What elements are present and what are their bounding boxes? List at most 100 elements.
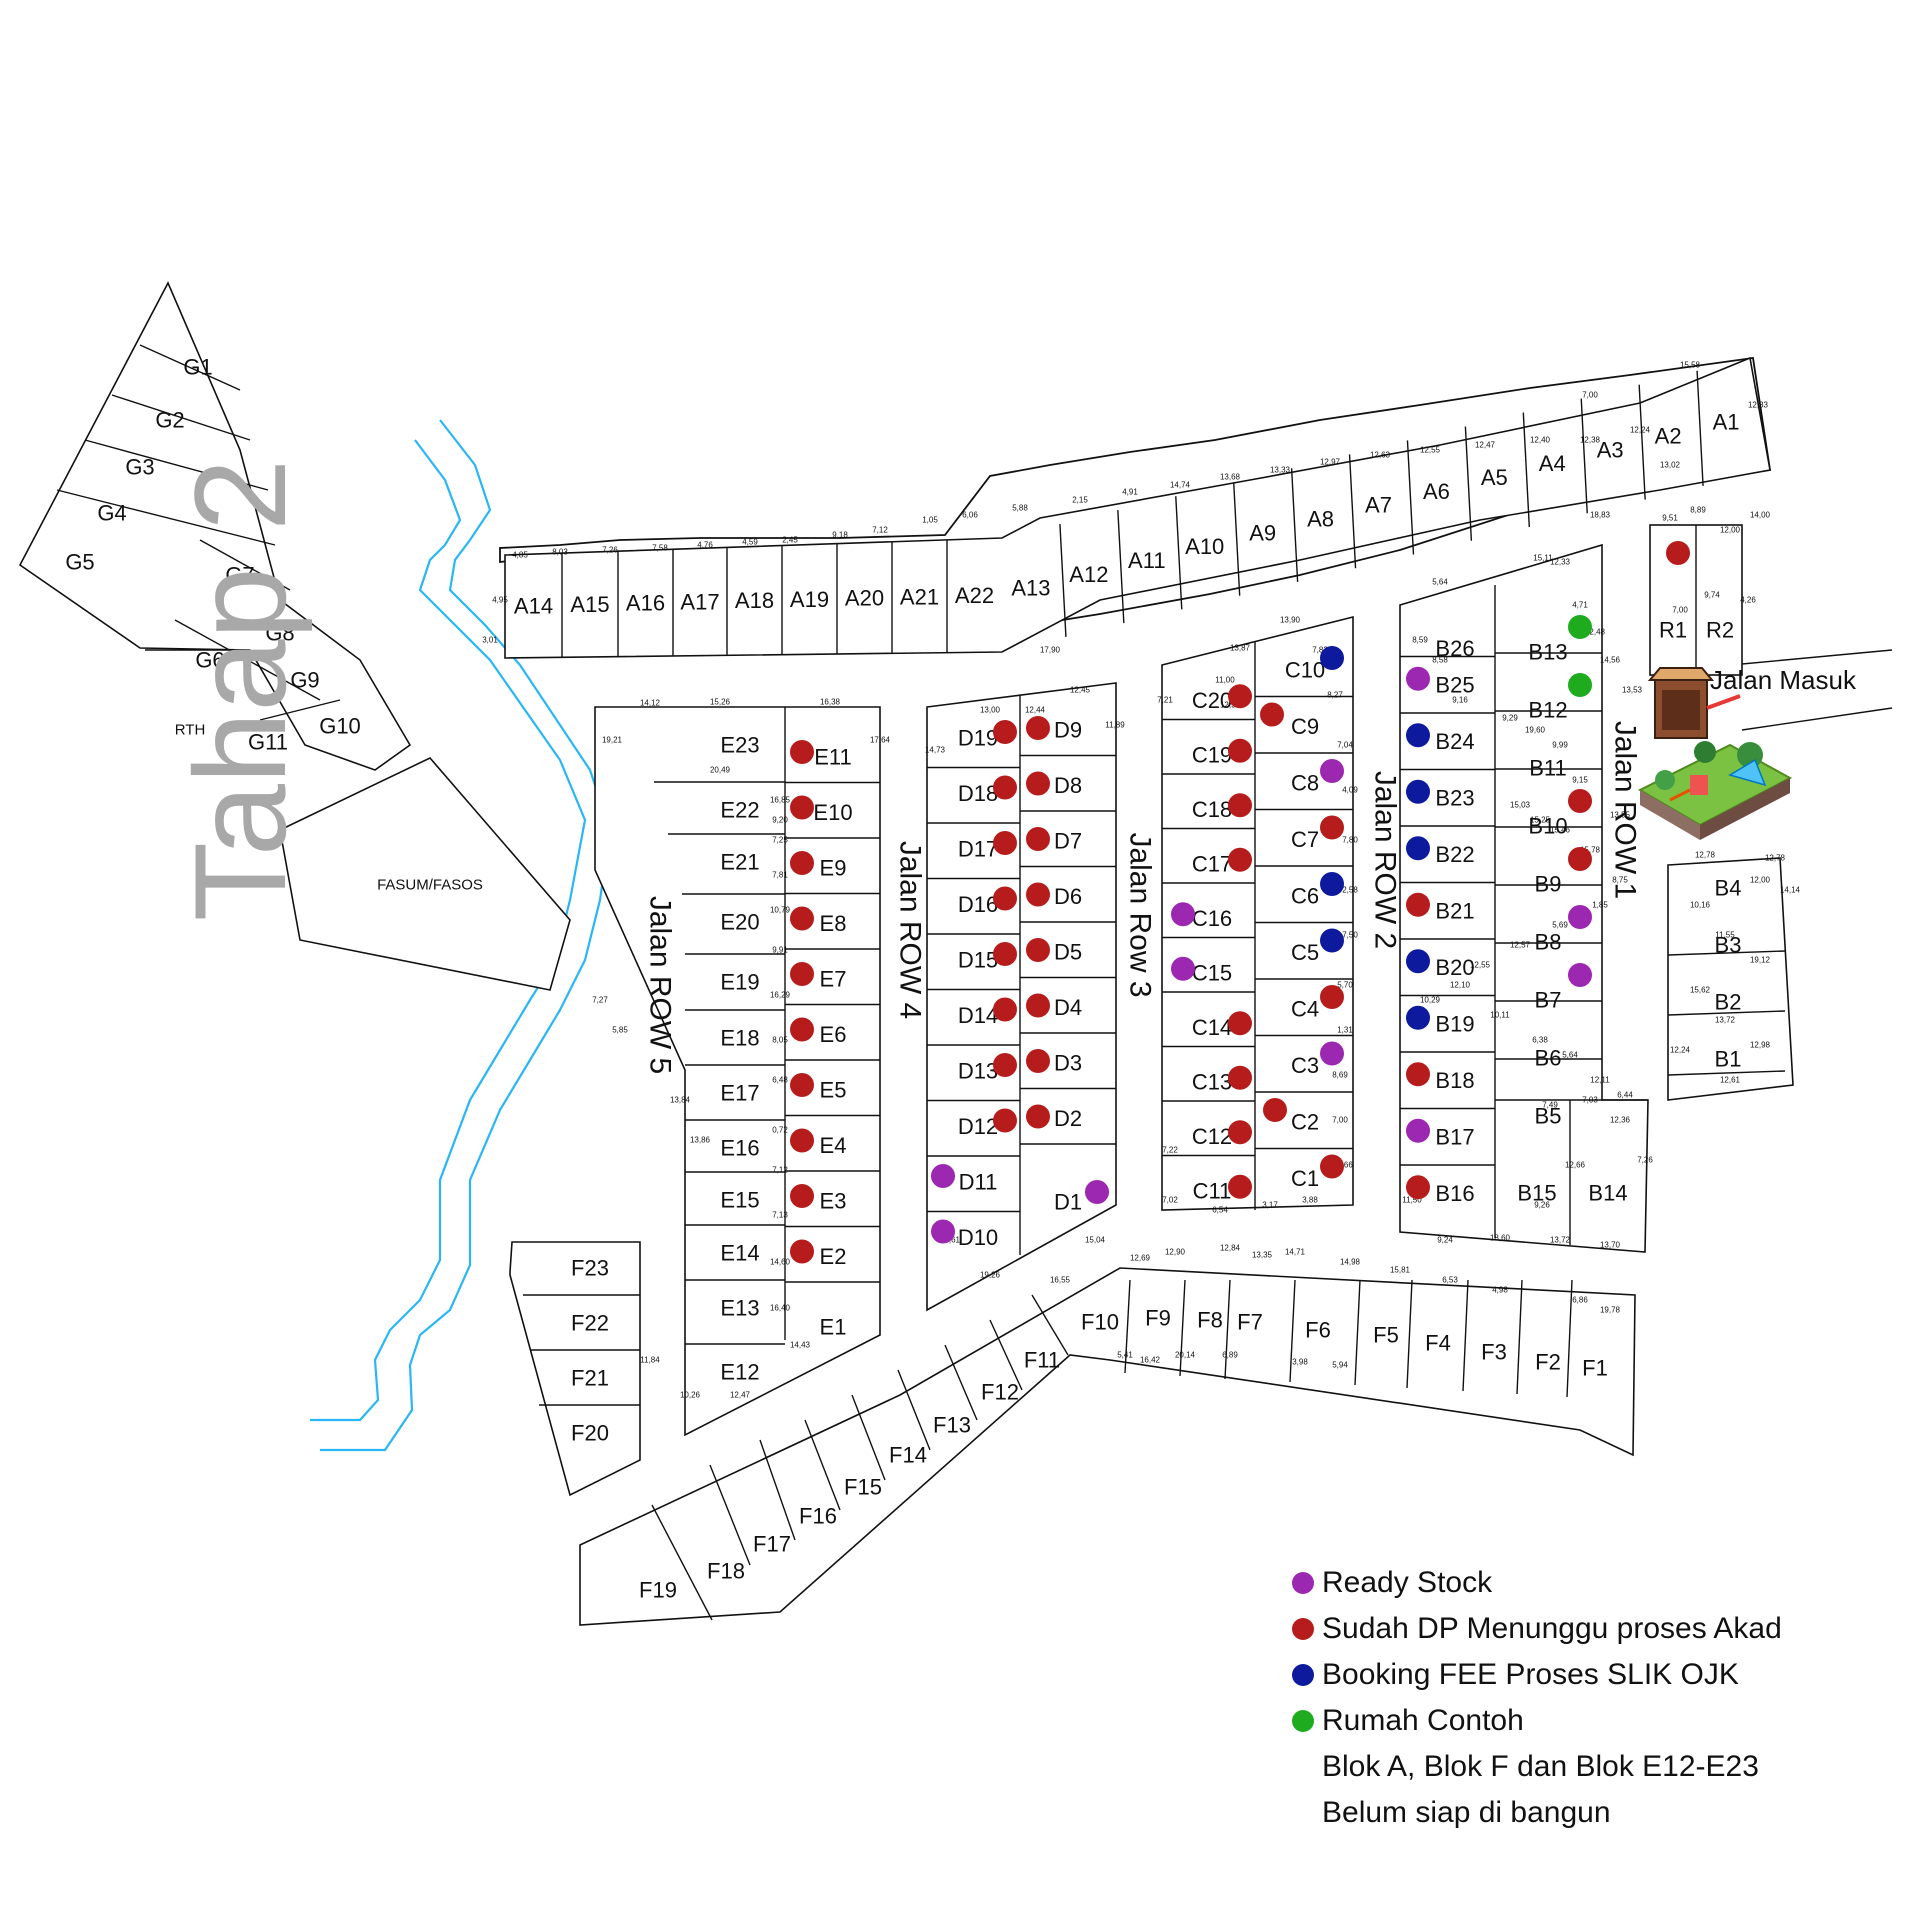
lot-label-b19[interactable]: B19 — [1435, 1011, 1474, 1036]
lot-label-f5[interactable]: F5 — [1373, 1323, 1399, 1348]
lot-label-r1[interactable]: R1 — [1659, 618, 1687, 643]
status-marker-c11[interactable] — [1228, 1174, 1252, 1199]
lot-label-e14[interactable]: E14 — [720, 1241, 759, 1266]
status-marker-b10[interactable] — [1568, 789, 1592, 813]
status-marker-e4[interactable] — [790, 1128, 814, 1153]
lot-label-e1[interactable]: E1 — [820, 1315, 847, 1340]
lot-label-a7[interactable]: A7 — [1365, 493, 1392, 518]
lot-label-d10[interactable]: D10 — [958, 1225, 998, 1250]
status-marker-d17[interactable] — [993, 831, 1017, 855]
status-marker-c2[interactable] — [1263, 1098, 1287, 1122]
lot-label-d11[interactable]: D11 — [959, 1170, 998, 1195]
status-marker-c8[interactable] — [1320, 759, 1344, 783]
lot-label-g1[interactable]: G1 — [183, 355, 212, 380]
lot-label-e18[interactable]: E18 — [720, 1026, 759, 1051]
lot-label-f13[interactable]: F13 — [933, 1413, 971, 1438]
lot-label-e20[interactable]: E20 — [720, 910, 759, 935]
status-marker-d5[interactable] — [1026, 938, 1050, 962]
lot-label-c7[interactable]: C7 — [1291, 827, 1319, 852]
lot-label-g10[interactable]: G10 — [319, 714, 361, 739]
lot-label-d16[interactable]: D16 — [958, 892, 998, 917]
lot-label-e10[interactable]: E10 — [813, 800, 852, 825]
lot-label-f2[interactable]: F2 — [1535, 1350, 1561, 1375]
status-marker-c7[interactable] — [1320, 815, 1344, 840]
lot-label-b4[interactable]: B4 — [1715, 876, 1742, 901]
lot-label-e6[interactable]: E6 — [820, 1022, 847, 1047]
lot-label-g9[interactable]: G9 — [290, 668, 319, 693]
lot-label-d14[interactable]: D14 — [958, 1003, 998, 1028]
lot-label-b16[interactable]: B16 — [1435, 1181, 1474, 1206]
status-marker-e6[interactable] — [790, 1017, 814, 1042]
status-marker-c4[interactable] — [1320, 985, 1344, 1009]
status-marker-d9[interactable] — [1026, 716, 1050, 740]
lot-label-f16[interactable]: F16 — [799, 1504, 837, 1529]
status-marker-d3[interactable] — [1026, 1049, 1050, 1073]
status-marker-d6[interactable] — [1026, 882, 1050, 907]
lot-label-a14[interactable]: A14 — [514, 593, 553, 618]
lot-label-r2[interactable]: R2 — [1706, 618, 1734, 643]
status-marker-b7[interactable] — [1568, 963, 1592, 987]
lot-label-f4[interactable]: F4 — [1425, 1331, 1451, 1356]
lot-label-f19[interactable]: F19 — [639, 1578, 677, 1603]
status-marker-d16[interactable] — [993, 886, 1017, 911]
lot-label-f9[interactable]: F9 — [1145, 1306, 1171, 1331]
lot-label-e4[interactable]: E4 — [820, 1133, 847, 1158]
lot-label-f6[interactable]: F6 — [1305, 1318, 1331, 1343]
lot-label-g2[interactable]: G2 — [155, 408, 184, 433]
status-marker-d13[interactable] — [993, 1053, 1017, 1077]
lot-label-f23[interactable]: F23 — [571, 1256, 609, 1281]
lot-label-f7[interactable]: F7 — [1237, 1310, 1263, 1335]
lot-label-a12[interactable]: A12 — [1069, 562, 1108, 587]
lot-label-a22[interactable]: A22 — [955, 583, 994, 608]
lot-label-e3[interactable]: E3 — [820, 1189, 847, 1214]
lot-label-c17[interactable]: C17 — [1192, 851, 1232, 876]
lot-label-c14[interactable]: C14 — [1192, 1015, 1232, 1040]
status-marker-b20[interactable] — [1406, 949, 1430, 974]
lot-label-a17[interactable]: A17 — [680, 589, 719, 614]
lot-label-b20[interactable]: B20 — [1435, 955, 1474, 980]
lot-label-d19[interactable]: D19 — [958, 726, 998, 751]
lot-label-e8[interactable]: E8 — [820, 911, 847, 936]
lot-label-f8[interactable]: F8 — [1197, 1308, 1223, 1333]
lot-label-f12[interactable]: F12 — [981, 1380, 1019, 1405]
lot-label-f17[interactable]: F17 — [753, 1532, 791, 1557]
lot-label-f18[interactable]: F18 — [707, 1559, 745, 1584]
lot-label-d9[interactable]: D9 — [1054, 718, 1082, 743]
status-marker-b12[interactable] — [1568, 673, 1592, 697]
lot-label-b14[interactable]: B14 — [1588, 1181, 1627, 1206]
status-marker-d8[interactable] — [1026, 771, 1050, 796]
status-marker-b22[interactable] — [1406, 836, 1430, 861]
lot-label-b11[interactable]: B11 — [1529, 756, 1567, 781]
status-marker-d7[interactable] — [1026, 827, 1050, 851]
lot-label-e15[interactable]: E15 — [720, 1188, 759, 1213]
status-marker-e11[interactable] — [790, 740, 814, 764]
lot-label-d3[interactable]: D3 — [1054, 1051, 1082, 1076]
lot-label-e21[interactable]: E21 — [720, 850, 759, 875]
lot-label-d13[interactable]: D13 — [958, 1059, 998, 1084]
lot-label-a9[interactable]: A9 — [1249, 520, 1276, 545]
lot-label-b24[interactable]: B24 — [1435, 729, 1474, 754]
status-marker-c6[interactable] — [1320, 872, 1344, 896]
lot-label-g6[interactable]: G6 — [195, 648, 224, 673]
lot-label-d4[interactable]: D4 — [1054, 995, 1082, 1020]
status-marker-b21[interactable] — [1406, 892, 1430, 917]
lot-label-f22[interactable]: F22 — [571, 1311, 609, 1336]
lot-label-b10[interactable]: B10 — [1528, 814, 1567, 839]
lot-label-c3[interactable]: C3 — [1291, 1053, 1319, 1078]
status-marker-c5[interactable] — [1320, 928, 1344, 953]
lot-label-c16[interactable]: C16 — [1192, 906, 1232, 931]
lot-label-c5[interactable]: C5 — [1291, 940, 1319, 965]
status-marker-d4[interactable] — [1026, 993, 1050, 1018]
status-marker-b9[interactable] — [1568, 847, 1592, 871]
status-marker-e2[interactable] — [790, 1239, 814, 1264]
status-marker-b23[interactable] — [1406, 779, 1430, 804]
lot-label-a6[interactable]: A6 — [1423, 479, 1450, 504]
lot-label-d17[interactable]: D17 — [958, 837, 998, 862]
lot-label-a20[interactable]: A20 — [845, 586, 884, 611]
lot-label-f10[interactable]: F10 — [1081, 1310, 1119, 1335]
lot-label-b17[interactable]: B17 — [1435, 1124, 1474, 1149]
lot-label-b15[interactable]: B15 — [1517, 1181, 1556, 1206]
status-marker-e7[interactable] — [790, 962, 814, 986]
lot-label-b12[interactable]: B12 — [1528, 698, 1567, 723]
status-marker-b17[interactable] — [1406, 1118, 1430, 1143]
